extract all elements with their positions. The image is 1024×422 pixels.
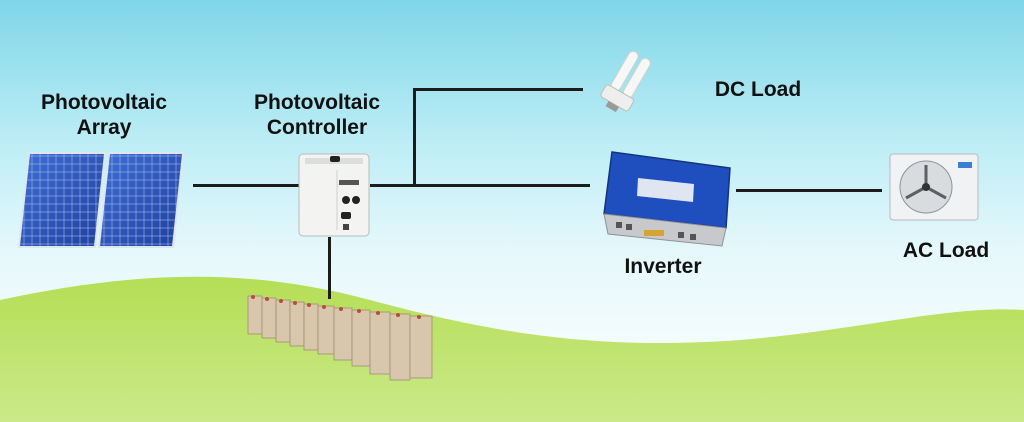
ac-load-label-text: AC Load bbox=[902, 239, 990, 262]
dc-load-label-text: DC Load bbox=[714, 78, 802, 101]
battery-bank-icon bbox=[242, 290, 438, 386]
solar-panel-icon bbox=[16, 148, 186, 252]
inverter-label-text: Inverter bbox=[624, 255, 702, 278]
wire-controller-battery bbox=[328, 237, 331, 299]
dc-load-label: DC Load bbox=[702, 77, 814, 102]
pv-array-label: Photovoltaic Array bbox=[22, 90, 186, 140]
wire-inverter-ac-load bbox=[736, 189, 882, 192]
wire-dc-load bbox=[413, 88, 583, 91]
pv-array-label-line2: Array bbox=[76, 116, 132, 139]
cfl-bulb-icon bbox=[596, 48, 696, 128]
pv-controller-label-line2: Controller bbox=[266, 116, 368, 139]
wire-array-controller bbox=[193, 184, 299, 187]
inverter-icon bbox=[598, 150, 738, 250]
wire-dc-vertical bbox=[413, 88, 416, 186]
charge-controller-icon bbox=[297, 152, 373, 240]
pv-controller-label-line1: Photovoltaic bbox=[253, 91, 380, 114]
wire-controller-inverter bbox=[370, 184, 590, 187]
ac-outdoor-unit-icon bbox=[886, 152, 982, 224]
pv-controller-label: Photovoltaic Controller bbox=[236, 90, 398, 140]
ac-load-label: AC Load bbox=[890, 238, 1002, 263]
pv-array-label-line1: Photovoltaic bbox=[40, 91, 167, 114]
inverter-label: Inverter bbox=[608, 254, 718, 279]
